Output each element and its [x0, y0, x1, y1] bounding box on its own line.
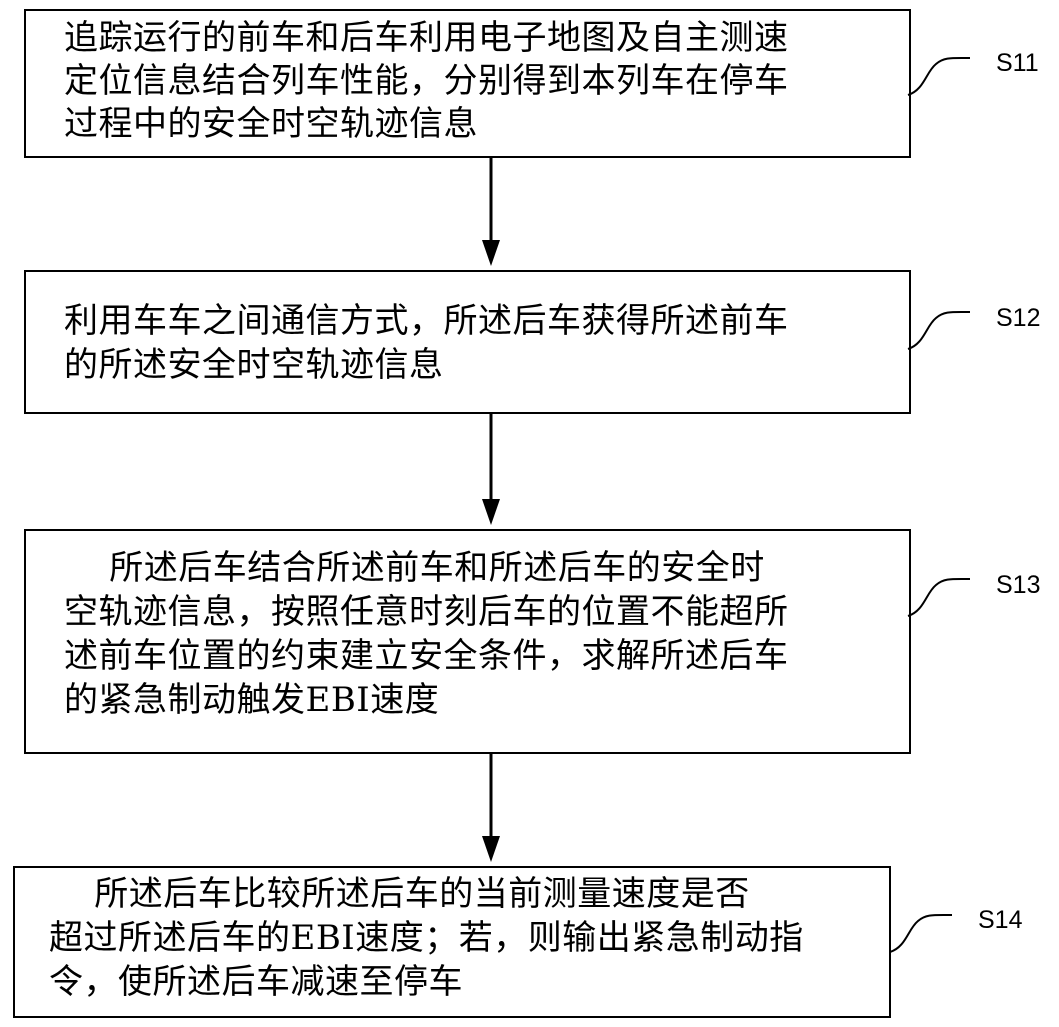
step-s13-line-2: 空轨迹信息，按照任意时刻后车的位置不能超所	[64, 592, 789, 632]
step-s13-line-1: 所述后车结合所述前车和所述后车的安全时	[64, 548, 765, 588]
leader-curve-s13	[907, 577, 971, 617]
step-s13-line-4: 的紧急制动触发EBI速度	[64, 680, 440, 720]
step-s11-line-2: 定位信息结合列车性能，分别得到本列车在停车	[64, 61, 789, 101]
step-s11-line-1: 追踪运行的前车和后车利用电子地图及自主测速	[64, 18, 789, 58]
step-s14-line-3: 令，使所述后车减速至停车	[49, 962, 463, 1002]
step-s14-line-2: 超过所述后车的EBI速度；若，则输出紧急制动指	[49, 918, 804, 958]
step-box-s13: 所述后车结合所述前车和所述后车的安全时 空轨迹信息，按照任意时刻后车的位置不能超…	[24, 529, 911, 754]
leader-curve-s11	[907, 56, 971, 96]
step-s14-line-1: 所述后车比较所述后车的当前测量速度是否	[49, 874, 750, 914]
arrow-s13-to-s14	[482, 754, 500, 862]
arrow-s11-to-s12	[482, 158, 500, 266]
step-s13-line-3: 述前车位置的约束建立安全条件，求解所述后车	[64, 636, 789, 676]
step-s12-line-2: 的所述安全时空轨迹信息	[64, 345, 444, 385]
step-box-s11: 追踪运行的前车和后车利用电子地图及自主测速 定位信息结合列车性能，分别得到本列车…	[24, 9, 911, 158]
arrow-s12-to-s13	[482, 414, 500, 525]
step-box-s14: 所述后车比较所述后车的当前测量速度是否 超过所述后车的EBI速度；若，则输出紧急…	[13, 866, 891, 1018]
step-label-s14: S14	[978, 906, 1023, 934]
step-s12-line-1: 利用车车之间通信方式，所述后车获得所述前车	[64, 301, 789, 341]
step-label-s12: S12	[996, 304, 1041, 332]
step-label-s13: S13	[996, 571, 1041, 599]
step-s11-line-3: 过程中的安全时空轨迹信息	[64, 104, 478, 144]
step-box-s12: 利用车车之间通信方式，所述后车获得所述前车 的所述安全时空轨迹信息	[24, 270, 911, 414]
leader-curve-s14	[889, 913, 953, 953]
step-label-s11: S11	[996, 49, 1039, 77]
leader-curve-s12	[907, 310, 971, 350]
